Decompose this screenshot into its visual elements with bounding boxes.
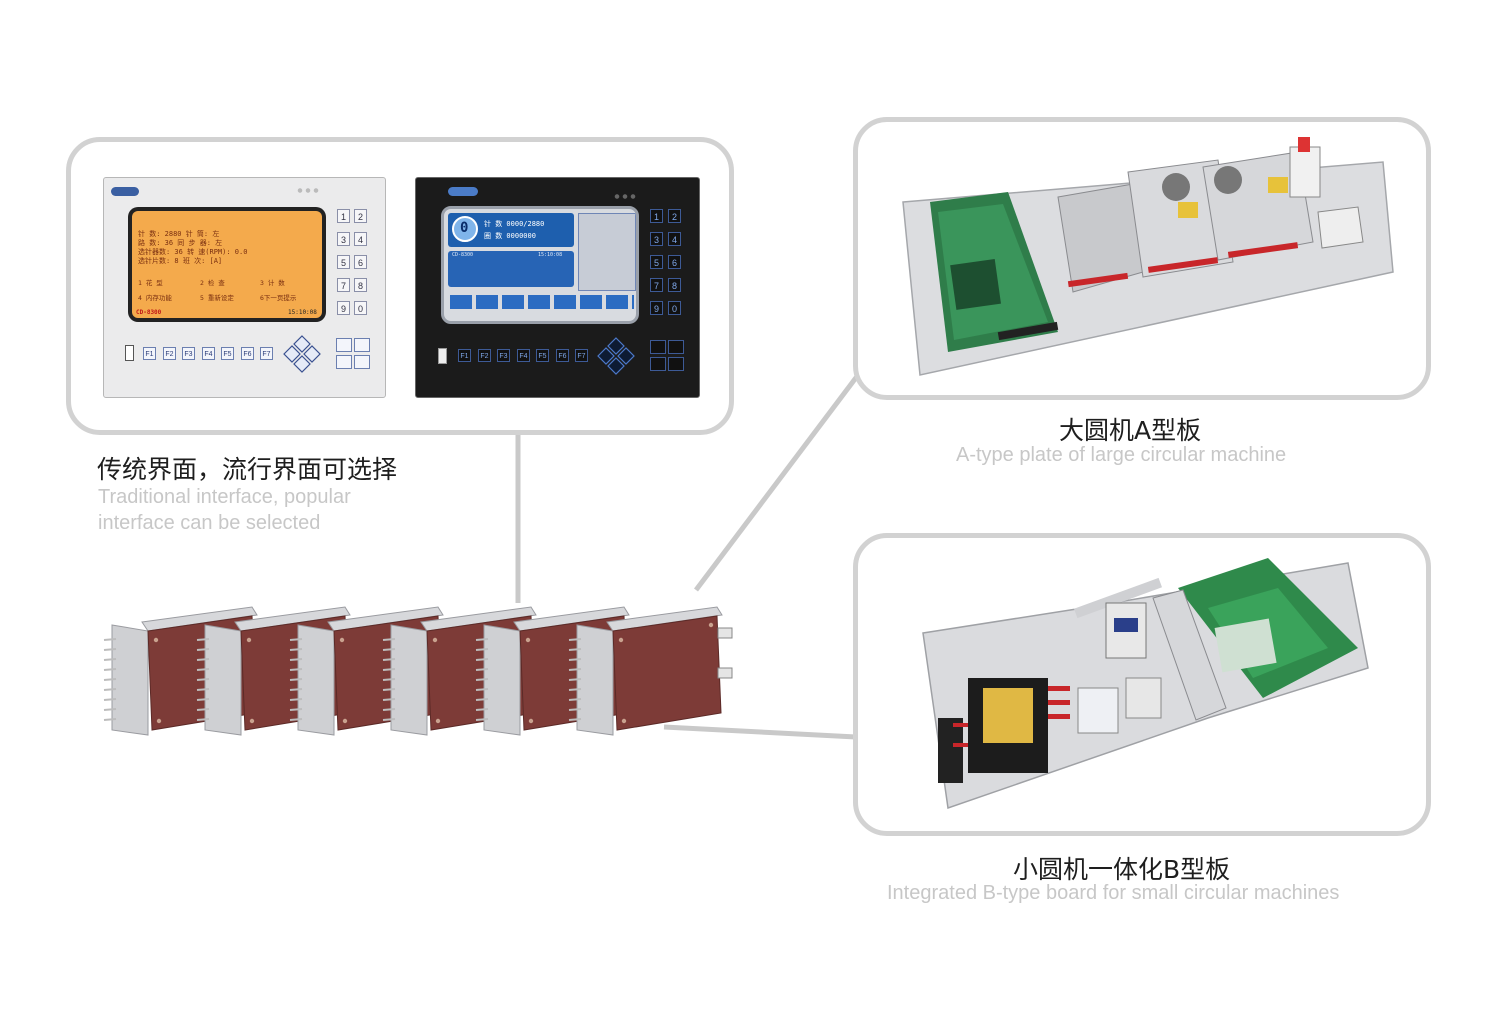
- num-key[interactable]: 3: [337, 232, 350, 246]
- connector-line-a-type: [694, 373, 860, 592]
- model-label: CD-8300: [136, 309, 162, 316]
- f-key[interactable]: F1: [143, 347, 156, 360]
- menu-item: 5 重新设定: [200, 294, 234, 302]
- f-key[interactable]: F3: [182, 347, 195, 360]
- usb-port: [438, 348, 447, 364]
- module-clip: [717, 627, 733, 679]
- num-key[interactable]: 2: [668, 209, 681, 223]
- f-key[interactable]: F7: [260, 347, 273, 360]
- f-key[interactable]: F5: [536, 349, 549, 362]
- model-label: CD-8300: [452, 252, 474, 258]
- function-bar: [450, 295, 634, 309]
- brand-logo: [448, 187, 478, 196]
- num-key[interactable]: 9: [650, 301, 663, 315]
- f-key[interactable]: F2: [163, 347, 176, 360]
- num-key[interactable]: 6: [354, 255, 367, 269]
- num-key[interactable]: 0: [668, 301, 681, 315]
- side-key[interactable]: [668, 340, 684, 354]
- num-key[interactable]: 1: [337, 209, 350, 223]
- side-key[interactable]: [354, 355, 370, 369]
- a-type-board-image: [902, 137, 1394, 376]
- num-key[interactable]: 5: [650, 255, 663, 269]
- traditional-controller: 针 数: 2880 针 筒: 左 路 数: 36 同 步 器: 左 选针器数: …: [103, 177, 386, 398]
- num-key[interactable]: 9: [337, 301, 350, 315]
- selector-module: [568, 606, 723, 736]
- menu-item: 2 检 查: [200, 279, 225, 287]
- f-key[interactable]: F5: [221, 347, 234, 360]
- needle-count: 针 数 0000/2880: [484, 220, 545, 228]
- orange-screen: 针 数: 2880 针 筒: 左 路 数: 36 同 步 器: 左 选针器数: …: [128, 207, 326, 322]
- num-key[interactable]: 5: [337, 255, 350, 269]
- a-type-title-en: A-type plate of large circular machine: [956, 444, 1287, 466]
- num-key[interactable]: 3: [650, 232, 663, 246]
- menu-item: 3 计 数: [260, 279, 285, 287]
- direction-pad[interactable]: [280, 332, 324, 376]
- usb-port: [125, 345, 134, 361]
- menu-item: 4 内存功能: [138, 294, 172, 302]
- blue-screen: 0 针 数 0000/2880 圈 数 0000000 CD-8300 15:1…: [441, 206, 639, 324]
- direction-pad[interactable]: [594, 334, 638, 378]
- status-leds: [614, 194, 638, 199]
- f-key[interactable]: F3: [497, 349, 510, 362]
- menu-item: 1 花 型: [138, 279, 163, 287]
- brand-logo: [111, 187, 139, 196]
- side-key[interactable]: [650, 357, 666, 371]
- interface-frame: 针 数: 2880 针 筒: 左 路 数: 36 同 步 器: 左 选针器数: …: [66, 137, 734, 435]
- traditional-title-en: interface can be selected: [98, 512, 321, 534]
- menu-item: 6下一页提示: [260, 294, 297, 302]
- b-type-frame: [853, 533, 1431, 836]
- traditional-title-en: Traditional interface, popular: [98, 486, 351, 508]
- f-key[interactable]: F6: [241, 347, 254, 360]
- traditional-title-cn: 传统界面，流行界面可选择: [97, 455, 398, 484]
- orange-row: 路 数: 36 同 步 器: 左: [138, 239, 223, 247]
- f-key[interactable]: F7: [575, 349, 588, 362]
- big-counter: 0: [460, 220, 469, 236]
- b-type-board-image: [922, 558, 1369, 810]
- side-key[interactable]: [668, 357, 684, 371]
- side-key[interactable]: [336, 338, 352, 352]
- num-key[interactable]: 7: [650, 278, 663, 292]
- num-key[interactable]: 8: [668, 278, 681, 292]
- num-key[interactable]: 2: [354, 209, 367, 223]
- status-leds: [297, 188, 321, 193]
- connector-line-b-type: [663, 724, 857, 740]
- orange-row: 选针片数: 8 班 次: [A]: [138, 257, 223, 265]
- side-key[interactable]: [354, 338, 370, 352]
- lap-count: 圈 数 0000000: [484, 232, 536, 240]
- f-key[interactable]: F1: [458, 349, 471, 362]
- f-key[interactable]: F2: [478, 349, 491, 362]
- num-key[interactable]: 1: [650, 209, 663, 223]
- num-key[interactable]: 8: [354, 278, 367, 292]
- side-key[interactable]: [336, 355, 352, 369]
- side-key[interactable]: [650, 340, 666, 354]
- a-type-title-cn: 大圆机A型板: [1059, 416, 1202, 445]
- num-key[interactable]: 7: [337, 278, 350, 292]
- popular-controller: 0 针 数 0000/2880 圈 数 0000000 CD-8300 15:1…: [415, 177, 700, 398]
- clock: 15:10:08: [538, 252, 563, 258]
- orange-row: 针 数: 2880 针 筒: 左: [138, 230, 220, 238]
- f-key[interactable]: F4: [517, 349, 530, 362]
- f-key[interactable]: F4: [202, 347, 215, 360]
- num-key[interactable]: 0: [354, 301, 367, 315]
- num-key[interactable]: 4: [668, 232, 681, 246]
- a-type-frame: [853, 117, 1431, 400]
- num-key[interactable]: 4: [354, 232, 367, 246]
- f-key[interactable]: F6: [556, 349, 569, 362]
- orange-row: 选针器数: 36 转 速(RPM): 0.0: [138, 248, 248, 256]
- b-type-title-cn: 小圆机一体化B型板: [1013, 855, 1231, 884]
- b-type-title-en: Integrated B-type board for small circul…: [887, 882, 1340, 904]
- clock: 15:10:08: [288, 309, 317, 316]
- num-key[interactable]: 6: [668, 255, 681, 269]
